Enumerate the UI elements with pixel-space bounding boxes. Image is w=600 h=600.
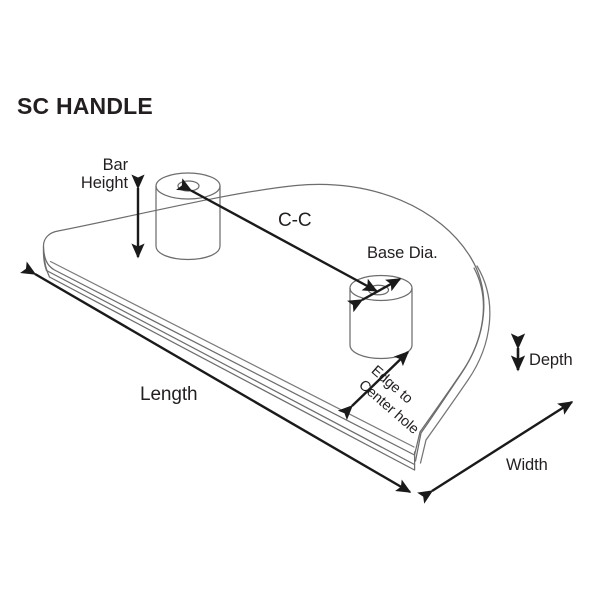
bar-post-left: [155, 172, 221, 261]
length-arrow: [20, 261, 412, 494]
base-plate-right-thickness: [419, 265, 491, 464]
width-arrow: [417, 400, 574, 504]
base-plate: [42, 183, 491, 471]
bar-post-right-top: [349, 274, 413, 302]
bar-post-left-body: [155, 186, 221, 261]
bar-post-right: [349, 274, 413, 360]
depth-label: Depth: [529, 351, 573, 369]
center-to-center-arrow: [176, 178, 378, 293]
dimension-arrows: [20, 174, 574, 504]
base-diameter-label: Base Dia.: [367, 244, 438, 262]
bar-post-left-top: [155, 172, 221, 200]
center-to-center-label: C-C: [278, 210, 312, 231]
bar-post-right-body: [349, 288, 413, 360]
base-plate-front-thickness-edge: [45, 269, 416, 466]
base-plate-right-thickness-inner: [414, 267, 485, 462]
page-title: SC HANDLE: [17, 93, 153, 119]
width-label: Width: [506, 456, 548, 474]
bar-post-left-center-hole: [177, 180, 200, 192]
length-label: Length: [140, 384, 198, 405]
base-diameter-arrow: [347, 277, 402, 313]
bar-height-label: Bar Height: [80, 156, 128, 193]
base-plate-front-thickness-edge-2: [48, 276, 416, 471]
